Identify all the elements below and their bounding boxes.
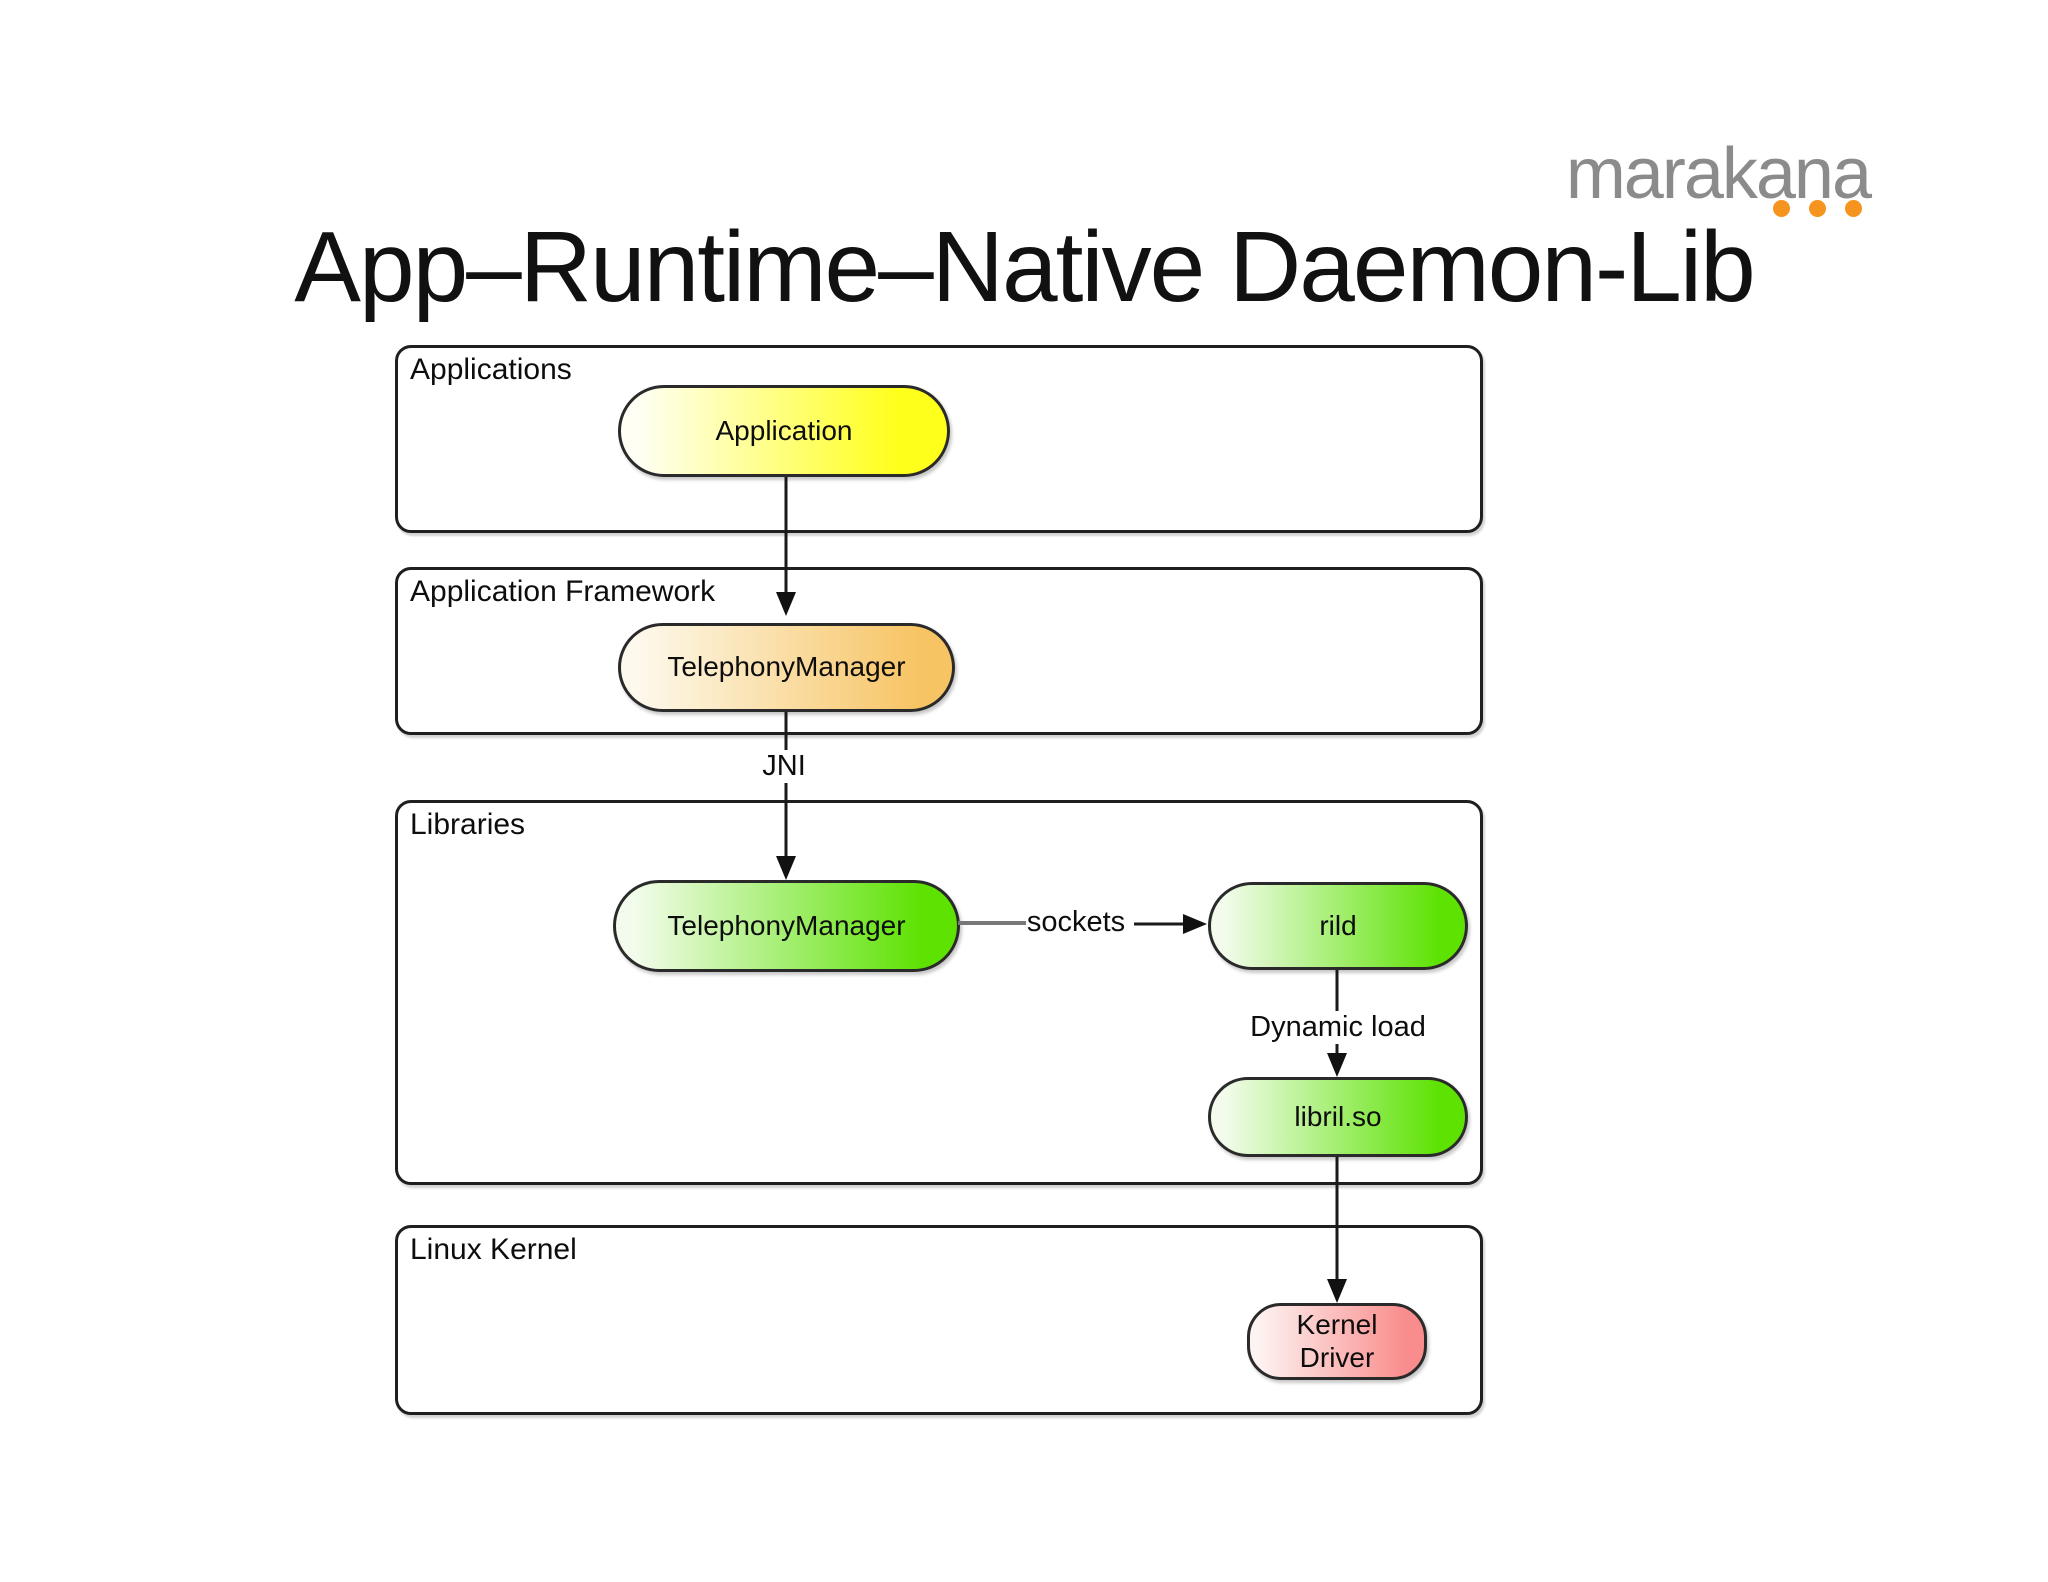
edge-label-sockets: sockets xyxy=(1026,906,1126,938)
logo-dot-icon xyxy=(1809,200,1826,217)
node-telephonymanager-framework: TelephonyManager xyxy=(618,623,955,712)
node-telephonymanager-libraries: TelephonyManager xyxy=(613,880,960,972)
page-title: App–Runtime–Native Daemon-Lib xyxy=(294,211,1755,323)
layer-label-linux-kernel: Linux Kernel xyxy=(410,1233,577,1266)
layer-label-applications: Applications xyxy=(410,353,572,386)
marakana-logo-text: marakana xyxy=(1565,134,1872,214)
logo-dot-icon xyxy=(1845,200,1862,217)
logo-dot-icon xyxy=(1773,200,1790,217)
layer-label-libraries: Libraries xyxy=(410,808,526,841)
edge-label-jni: JNI xyxy=(740,750,828,783)
marakana-logo: marakana xyxy=(1565,134,1872,217)
node-rild: rild xyxy=(1208,882,1468,970)
layer-box-applications: Applications xyxy=(395,345,1483,533)
marakana-logo-dots xyxy=(1773,200,1862,217)
node-libril-so: libril.so xyxy=(1208,1077,1468,1157)
layer-label-application-framework: Application Framework xyxy=(410,575,716,608)
node-kernel-driver: Kernel Driver xyxy=(1247,1303,1427,1380)
node-application: Application xyxy=(618,385,950,477)
edge-label-dynamic-load: Dynamic load xyxy=(1245,1011,1431,1044)
